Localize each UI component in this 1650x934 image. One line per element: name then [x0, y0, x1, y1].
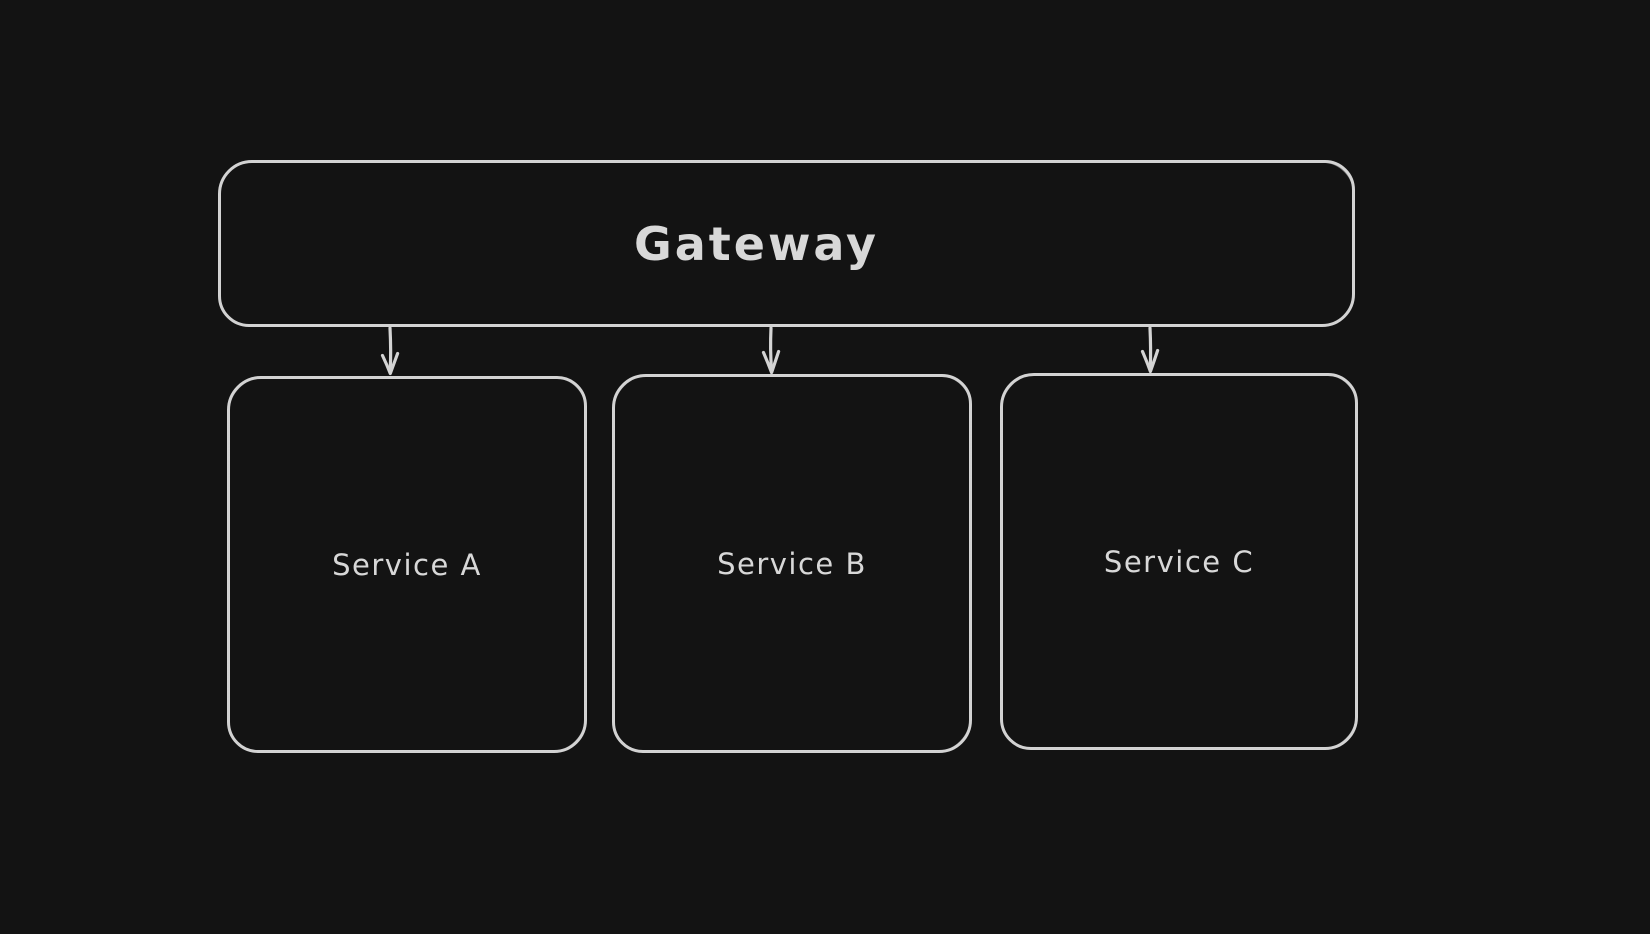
node-service-b-label: Service B [717, 546, 867, 581]
arrow-head-icon [380, 351, 400, 376]
node-service-a-label: Service A [332, 547, 482, 582]
arrow-shaft [1148, 326, 1153, 370]
node-service-c-label: Service C [1103, 544, 1255, 579]
node-service-b[interactable]: Service B [612, 374, 972, 753]
arrow-shaft [769, 326, 774, 371]
arrow-head-icon [761, 349, 781, 375]
node-service-c[interactable]: Service C [1000, 373, 1358, 750]
node-gateway-label: Gateway [633, 216, 880, 271]
edge-gateway-to-service-c[interactable] [1140, 326, 1160, 374]
node-gateway[interactable]: Gateway [218, 160, 1355, 327]
arrow-shaft [388, 326, 393, 372]
arrow-head-icon [1140, 348, 1160, 374]
edge-gateway-to-service-b[interactable] [761, 326, 781, 375]
edge-gateway-to-service-a[interactable] [380, 326, 400, 376]
node-service-a[interactable]: Service A [227, 376, 587, 753]
